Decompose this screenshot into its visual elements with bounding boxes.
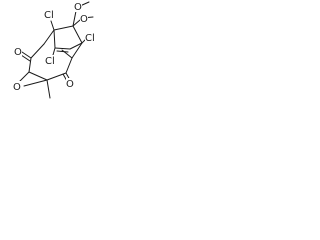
molecule-structure-diagram: Cl O O Cl Cl O O O [13,1,98,99]
bridgehead-left-to-ring [43,29,55,45]
alkene-bond-outer [54,47,71,50]
o-epoxide-label: O [13,82,21,93]
methyl-bond-epoxide [46,79,51,99]
cl-middle-label: Cl [45,56,55,67]
ring-bond-left [28,57,32,73]
o-methoxy-upper-label: O [74,2,82,13]
bridgehead-right-to-alkene [69,42,83,50]
ring-bond-bottom-left [28,71,48,81]
ring-bond-top-left [30,43,45,59]
ring-bond-top-right [61,49,73,59]
bridge-bond-right [72,25,83,44]
bridgehead-right-to-ring [71,42,83,59]
ketone-left-bond-a [21,51,32,59]
o-ketone-right-label: O [66,79,74,90]
o-methoxy-lower-label: O [80,14,88,25]
methoxy-bond-lower [72,19,81,27]
cl-top-left-bond [50,20,55,31]
ketone-left-bond-b [20,54,31,62]
label-group: Cl O O Cl Cl O O O [13,1,98,93]
epoxide-bond-right [23,79,48,87]
bridgehead-left-down [53,29,56,49]
bridge-bond-left [53,25,74,31]
cl-right-label: Cl [85,33,95,44]
alkene-bond-inner [56,50,69,53]
cl-top-left-label: Cl [44,10,54,21]
ring-bond-right [65,57,73,74]
methoxy-bond-upper [72,10,77,27]
o-ketone-left-label: O [14,47,22,58]
